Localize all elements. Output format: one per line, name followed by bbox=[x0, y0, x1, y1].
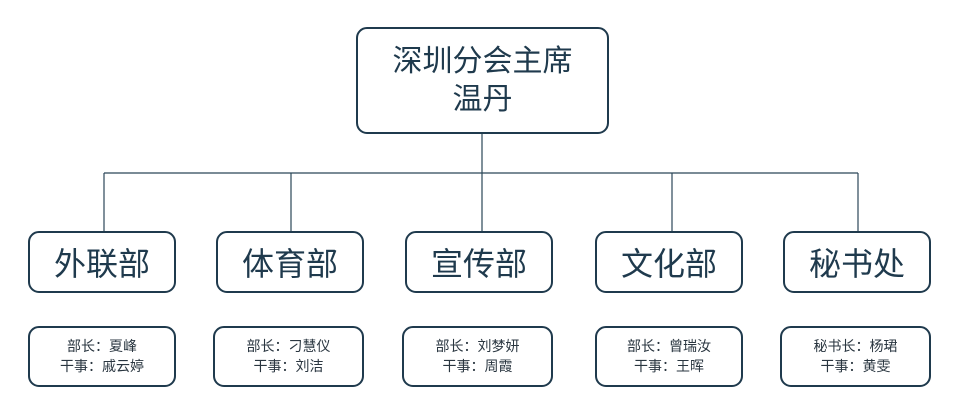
member-row-leader: 部长：刘梦妍 bbox=[435, 338, 520, 355]
root-name: 温丹 bbox=[452, 81, 513, 117]
member-row-leader: 部长：刁慧仪 bbox=[246, 338, 331, 355]
dept-node-miShuChu: 秘书处 bbox=[783, 231, 931, 293]
dept-name: 文化部 bbox=[620, 245, 717, 283]
dept-node-tiYuBu: 体育部 bbox=[216, 231, 364, 293]
member-box-xuanChuanBu: 部长：刘梦妍 干事：周霞 bbox=[402, 326, 553, 387]
member-row-leader: 部长：夏峰 bbox=[67, 338, 137, 355]
root-title: 深圳分会主席 bbox=[392, 43, 573, 79]
dept-name: 外联部 bbox=[53, 245, 150, 283]
member-row-leader: 秘书长：杨珺 bbox=[813, 338, 898, 355]
dept-name: 宣传部 bbox=[430, 245, 527, 283]
member-row-staff: 干事：戚云婷 bbox=[60, 358, 144, 375]
root-node: 深圳分会主席 温丹 bbox=[356, 27, 609, 134]
dept-name: 体育部 bbox=[241, 245, 338, 283]
member-box-miShuChu: 秘书长：杨珺 干事：黄雯 bbox=[780, 326, 931, 387]
dept-name: 秘书处 bbox=[808, 245, 905, 283]
dept-node-xuanChuanBu: 宣传部 bbox=[405, 231, 553, 293]
member-box-tiYuBu: 部长：刁慧仪 干事：刘洁 bbox=[213, 326, 364, 387]
dept-node-waiLianBu: 外联部 bbox=[28, 231, 176, 293]
member-row-staff: 干事：刘洁 bbox=[253, 358, 324, 375]
member-row-staff: 干事：黄雯 bbox=[820, 358, 891, 375]
member-row-staff: 干事：周霞 bbox=[442, 358, 513, 375]
member-box-wenHuaBu: 部长：曾瑞汝 干事：王晖 bbox=[595, 326, 743, 387]
member-row-staff: 干事：王晖 bbox=[634, 358, 704, 375]
member-box-waiLianBu: 部长：夏峰 干事：戚云婷 bbox=[28, 326, 176, 387]
member-row-leader: 部长：曾瑞汝 bbox=[627, 338, 711, 355]
dept-node-wenHuaBu: 文化部 bbox=[595, 231, 743, 293]
